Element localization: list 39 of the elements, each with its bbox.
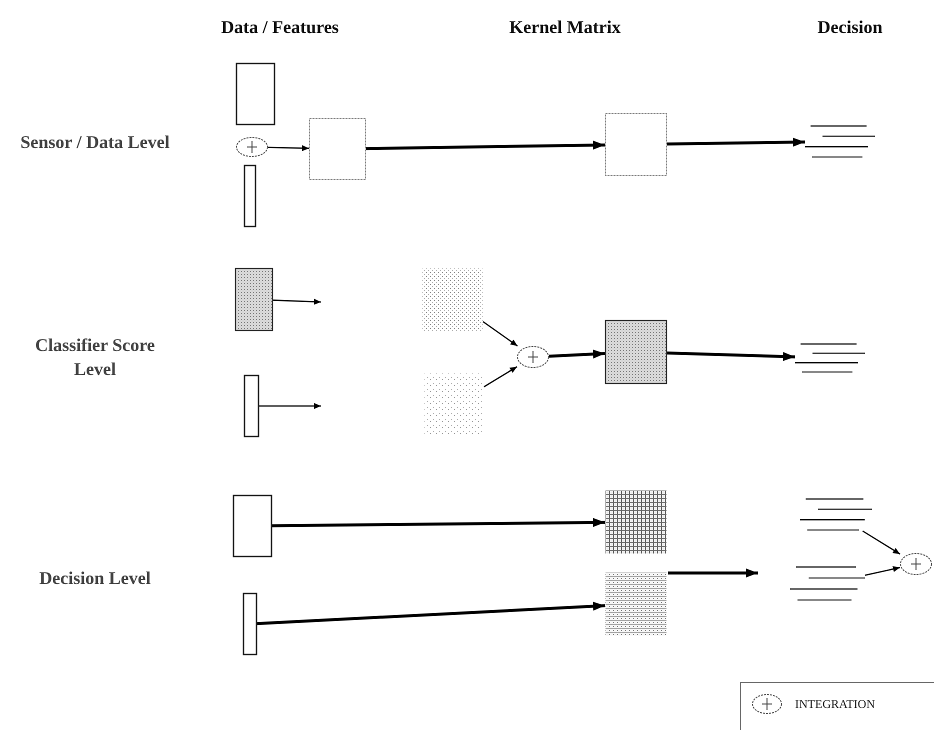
row-label: Sensor / Data Level (19, 131, 171, 154)
column-heading: Data / Features (220, 16, 340, 39)
matrix-box (233, 495, 272, 557)
arrow (259, 403, 321, 409)
legend-label: INTEGRATION (795, 697, 875, 712)
arrow (666, 138, 806, 147)
row-label: Classifier Score Level (34, 334, 156, 382)
matrix-box (244, 165, 256, 227)
integration-circle (900, 553, 932, 575)
arrow (272, 298, 322, 305)
column-heading: Kernel Matrix (508, 16, 622, 39)
arrow (256, 602, 606, 626)
matrix-box (235, 268, 273, 331)
arrow (668, 568, 758, 578)
matrix-box (605, 572, 667, 636)
arrow (666, 351, 796, 362)
decision-lines (800, 498, 872, 531)
arrow (366, 140, 606, 150)
arrow (482, 321, 518, 347)
arrow (272, 518, 606, 528)
integration-circle (236, 137, 268, 157)
decision-lines (805, 125, 875, 158)
matrix-box (309, 118, 366, 180)
arrow (548, 350, 606, 359)
decision-lines (795, 343, 865, 373)
matrix-box (244, 375, 259, 437)
arrow (484, 366, 518, 388)
matrix-box (243, 593, 257, 655)
matrix-box (605, 320, 667, 384)
matrix-box (236, 63, 275, 125)
matrix-box (605, 113, 667, 176)
decision-lines (790, 566, 865, 601)
matrix-box (605, 490, 667, 554)
integration-circle (517, 346, 549, 368)
column-heading: Decision (816, 16, 884, 39)
row-label: Decision Level (38, 567, 152, 590)
arrow (268, 145, 310, 152)
arrow (864, 566, 900, 576)
arrow (862, 530, 900, 555)
